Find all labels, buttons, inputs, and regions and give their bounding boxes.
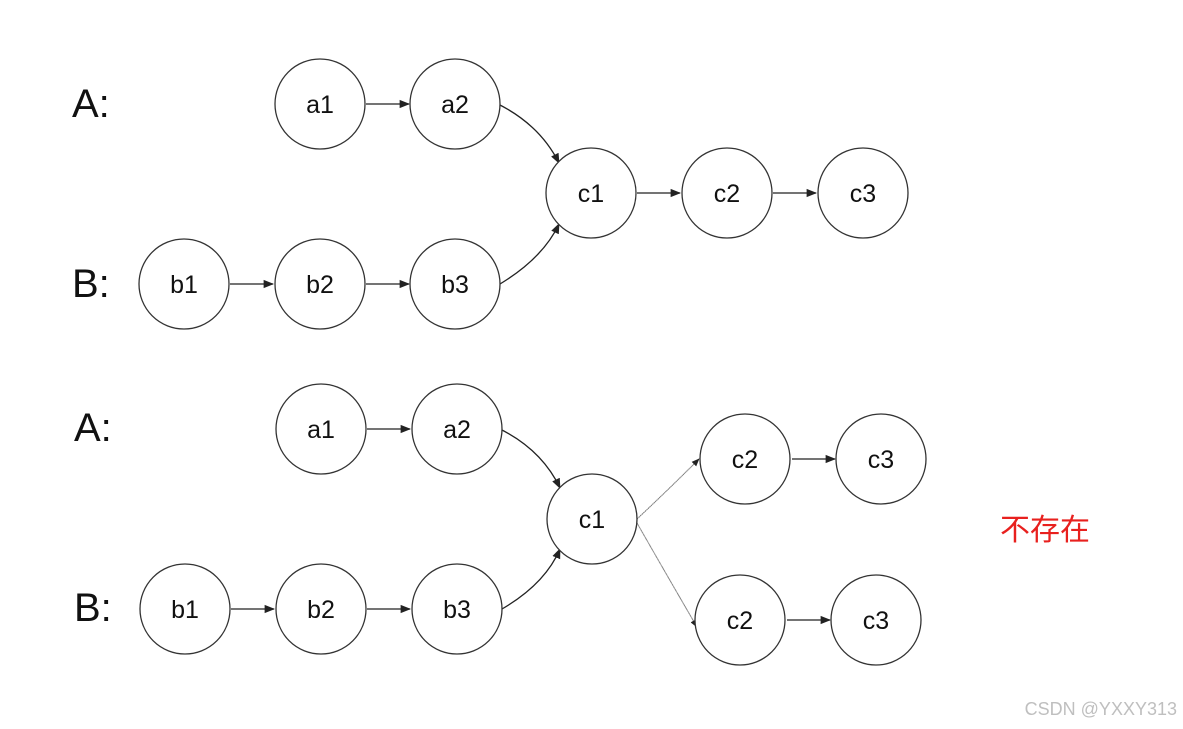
node-label: b1 xyxy=(171,596,199,624)
top-edges xyxy=(230,99,818,289)
node-label: b1 xyxy=(170,271,198,299)
bottom-node-a1: a1 xyxy=(275,383,367,475)
node-label: c3 xyxy=(850,180,876,208)
node-label: c2 xyxy=(727,607,753,635)
top-list-a-label: A: xyxy=(72,82,110,126)
edge-b3-c1 xyxy=(501,548,561,610)
top-node-a2: a2 xyxy=(409,58,501,150)
bottom-node-b1: b1 xyxy=(139,563,231,655)
top-node-a1: a1 xyxy=(274,58,366,150)
node-label: a2 xyxy=(441,91,469,119)
bottom-list-a-label: A: xyxy=(74,406,112,450)
node-label: b3 xyxy=(443,596,471,624)
bottom-node-c2-lower: c2 xyxy=(694,574,786,666)
top-list-b-label: B: xyxy=(72,262,110,306)
node-label: b2 xyxy=(307,596,335,624)
node-label: b3 xyxy=(441,271,469,299)
node-label: c3 xyxy=(868,446,894,474)
bottom-node-b3: b3 xyxy=(411,563,503,655)
bottom-edges xyxy=(231,424,837,628)
edge-a2-c1 xyxy=(499,428,561,489)
node-label: a1 xyxy=(307,416,335,444)
node-label: c2 xyxy=(732,446,758,474)
edge-a2-c1 xyxy=(497,103,560,164)
node-label: a1 xyxy=(306,91,334,119)
top-node-b3: b3 xyxy=(409,238,501,330)
bottom-node-c3-lower: c3 xyxy=(830,574,922,666)
edge-b3-c1 xyxy=(499,223,560,285)
not-exist-note: 不存在 xyxy=(1000,514,1090,547)
top-diagram: A: B: a1 a2 b1 b2 xyxy=(72,58,909,330)
bottom-node-c2-upper: c2 xyxy=(699,413,791,505)
bottom-node-a2: a2 xyxy=(411,383,503,475)
bottom-node-c1: c1 xyxy=(546,473,638,565)
node-label: c1 xyxy=(578,180,604,208)
top-node-b1: b1 xyxy=(138,238,230,330)
node-label: b2 xyxy=(306,271,334,299)
node-label: a2 xyxy=(443,416,471,444)
watermark: CSDN @YXXY313 xyxy=(1024,699,1177,719)
bottom-node-c3-upper: c3 xyxy=(835,413,927,505)
node-label: c1 xyxy=(579,506,605,534)
edge-c1-c2-lower-dashed xyxy=(636,522,698,628)
bottom-list-b-label: B: xyxy=(74,586,112,630)
top-node-b2: b2 xyxy=(274,238,366,330)
bottom-diagram: A: B: a1 a2 b1 b2 xyxy=(74,383,1090,666)
node-label: c2 xyxy=(714,180,740,208)
bottom-node-b2: b2 xyxy=(275,563,367,655)
top-node-c1: c1 xyxy=(545,147,637,239)
edge-c1-c2-upper-dashed xyxy=(636,458,700,520)
top-node-c2: c2 xyxy=(681,147,773,239)
top-node-c3: c3 xyxy=(817,147,909,239)
node-label: c3 xyxy=(863,607,889,635)
